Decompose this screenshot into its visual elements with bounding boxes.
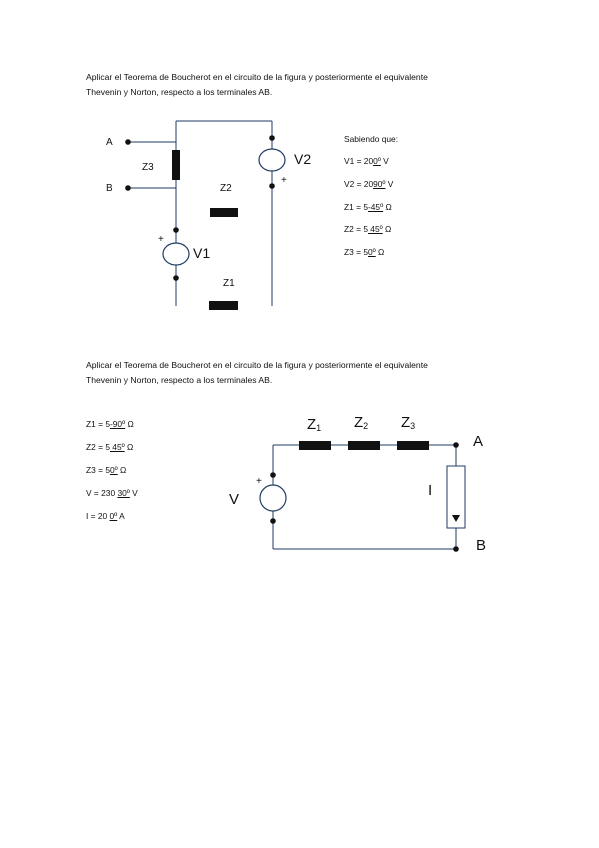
- circuit1-v2-plus: +: [281, 175, 287, 186]
- circuit2-current-arrow-icon: [452, 515, 460, 522]
- circuit2-label-v: V: [229, 491, 239, 508]
- circuit1-node-v1-top: [173, 227, 179, 233]
- circuit1-label-b: B: [106, 183, 113, 194]
- problem1-statement: Aplicar el Teorema de Boucherot en el ci…: [86, 70, 526, 100]
- circuit1-node-b: [125, 185, 131, 191]
- circuit2-z3-resistor: [397, 441, 429, 450]
- circuit2-node-v-top: [270, 472, 276, 478]
- known2-i: I = 20 0º A: [86, 511, 125, 521]
- known-z2: Z2 = 5 45º Ω: [344, 224, 392, 234]
- known-z3: Z3 = 50º Ω: [344, 247, 385, 257]
- circuit2-label-z1: Z1: [307, 416, 321, 433]
- circuit1-label-z3: Z3: [142, 162, 154, 173]
- problem1-statement-line2: Thevenin y Norton, respecto a los termin…: [86, 87, 273, 97]
- known2-z3: Z3 = 50º Ω: [86, 465, 127, 475]
- circuit2-label-a: A: [473, 433, 483, 450]
- circuit2-v-source: [259, 484, 287, 512]
- circuit2-node-b: [453, 546, 459, 552]
- circuit2-label-z2: Z2: [354, 414, 368, 431]
- circuit2-label-i: I: [428, 482, 432, 499]
- known2-z1: Z1 = 5-90º Ω: [86, 419, 134, 429]
- circuit1-v1-plus: +: [158, 234, 164, 245]
- problem1-knowns-title: Sabiendo que:: [344, 134, 399, 144]
- known-v2: V2 = 2090º V: [344, 179, 394, 189]
- circuit1-node-v1-bottom: [173, 275, 179, 281]
- problem2-statement-line2: Thevenin y Norton, respecto a los termin…: [86, 375, 273, 385]
- known-v1: V1 = 200º V: [344, 156, 389, 166]
- circuit2-z2-resistor: [348, 441, 380, 450]
- circuit1-z2-resistor: [210, 208, 238, 217]
- circuit1-label-v2: V2: [294, 151, 311, 167]
- problem1-statement-line1: Aplicar el Teorema de Boucherot en el ci…: [86, 72, 428, 82]
- circuit2-label-b: B: [476, 537, 486, 554]
- circuit2-node-a: [453, 442, 459, 448]
- circuit2-label-z3: Z3: [401, 414, 415, 431]
- circuit2-z1-resistor: [299, 441, 331, 450]
- circuit1-node-v2-bottom: [269, 183, 275, 189]
- known2-z2: Z2 = 5 45º Ω: [86, 442, 134, 452]
- circuit2-v-plus: +: [256, 476, 262, 487]
- known2-v: V = 230 30º V: [86, 488, 138, 498]
- circuit1-v1-source: [162, 242, 190, 266]
- circuit2-node-v-bottom: [270, 518, 276, 524]
- circuit1-label-a: A: [106, 137, 113, 148]
- circuit1-label-z2: Z2: [220, 183, 232, 194]
- problem2-statement: Aplicar el Teorema de Boucherot en el ci…: [86, 358, 526, 388]
- known-z1: Z1 = 5-45º Ω: [344, 202, 392, 212]
- circuit1-label-z1: Z1: [223, 278, 235, 289]
- circuit1-label-v1: V1: [193, 245, 210, 261]
- circuit1-z1-resistor: [209, 301, 238, 310]
- circuit1: [128, 120, 273, 306]
- circuit1-z3-resistor: [172, 150, 180, 180]
- problem2-statement-line1: Aplicar el Teorema de Boucherot en el ci…: [86, 360, 428, 370]
- circuit1-node-a: [125, 139, 131, 145]
- circuit1-node-v2-top: [269, 135, 275, 141]
- circuit1-v2-source: [258, 148, 286, 172]
- circuit2-current-source: [446, 465, 466, 529]
